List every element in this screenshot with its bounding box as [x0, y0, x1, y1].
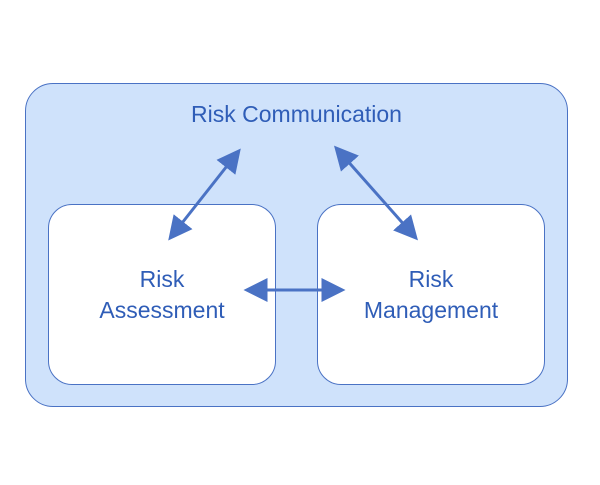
risk-communication-label: Risk Communication [191, 101, 402, 127]
risk-management-label: Risk Management [363, 266, 499, 323]
risk-assessment-label: Risk Assessment [99, 266, 225, 323]
